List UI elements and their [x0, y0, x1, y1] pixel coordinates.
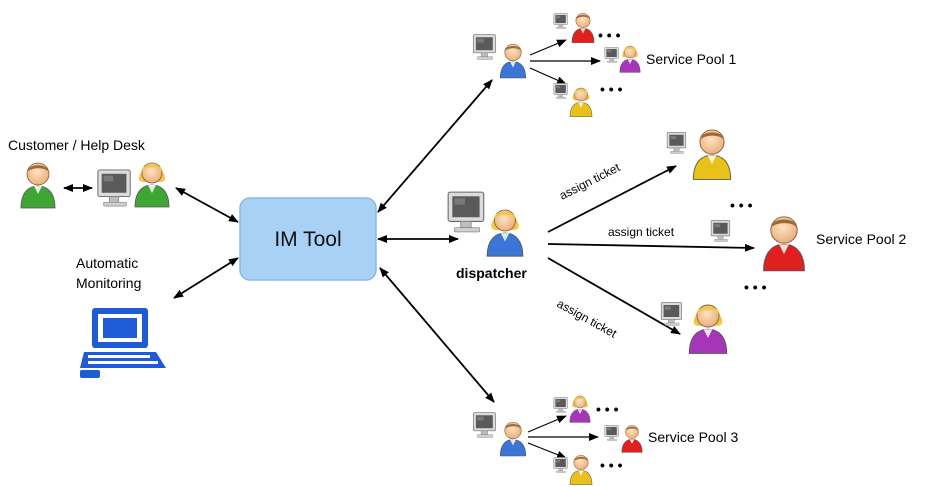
- connectors: [63, 39, 755, 459]
- arrow-im-pool3: [379, 267, 495, 403]
- pool3-dots-bottom: • • •: [600, 457, 623, 473]
- pool3-lead-person-icon: [499, 421, 527, 457]
- customer-person-icon: [20, 162, 56, 209]
- pool2-bottom-person-icon: [688, 304, 728, 354]
- pool1-yellow-person-icon: [569, 87, 593, 117]
- pool2-middle-person-icon: [762, 216, 806, 272]
- helpdesk-agent-icon: [134, 162, 170, 208]
- assign-ticket-label-bottom: assign ticket: [555, 296, 620, 341]
- arrow-assign-bottom: [547, 257, 681, 335]
- arrow-assign-middle: [547, 243, 755, 252]
- service-pool-1-label: Service Pool 1: [646, 51, 736, 67]
- pool1-purple-person-icon: [619, 45, 641, 73]
- pool3-m2-icon: [604, 425, 619, 441]
- dispatcher-person-icon: [486, 209, 524, 257]
- pool2-dots-bottom: • • •: [744, 279, 767, 295]
- service-pool-2-label: Service Pool 2: [816, 231, 906, 247]
- service-pool-3-label: Service Pool 3: [648, 429, 738, 445]
- pool2-top-person-icon: [692, 129, 732, 180]
- dispatcher-monitor-icon: [447, 191, 485, 233]
- pool1-m3-icon: [553, 83, 568, 99]
- pool1-red-person-icon: [571, 13, 595, 43]
- monitoring-computer-icon: [80, 308, 166, 378]
- pool3-yellow-person-icon: [569, 455, 593, 485]
- pool1-dots-top: • • •: [598, 27, 621, 43]
- arrow-im-pool1: [377, 79, 493, 213]
- assign-ticket-label-middle: assign ticket: [608, 225, 675, 239]
- assign-ticket-label-top: assign ticket: [557, 160, 623, 203]
- pool3-dots-top: • • •: [596, 401, 619, 417]
- pool1-dots-bottom: • • •: [600, 81, 623, 97]
- pool3-m1-icon: [553, 397, 568, 413]
- helpdesk-monitor-icon: [97, 169, 131, 207]
- im-tool-box: [239, 197, 377, 281]
- dispatcher-label: dispatcher: [456, 265, 527, 281]
- pool2-dots-top: • • •: [730, 197, 753, 213]
- arrow-helpdesk-im: [175, 187, 239, 223]
- arrow-monitoring-im: [173, 257, 239, 299]
- pool1-lead-person-icon: [499, 43, 527, 79]
- pool3-lead-monitor-icon: [472, 412, 496, 438]
- pool2-bottom-monitor-icon: [660, 302, 682, 326]
- pool1-m1-icon: [553, 13, 568, 29]
- pool1-lead-monitor-icon: [472, 34, 496, 60]
- pool3-red-person-icon: [621, 425, 643, 453]
- customer-helpdesk-label: Customer / Help Desk: [8, 137, 146, 153]
- automatic-label-line1: Automatic: [76, 255, 138, 271]
- im-tool-label: IM Tool: [274, 228, 341, 251]
- pool3-m3-icon: [553, 457, 568, 473]
- arrow-assign-top: [547, 165, 677, 233]
- pool2-top-monitor-icon: [666, 132, 687, 154]
- pool3-purple-person-icon: [569, 395, 591, 423]
- pool1-m2-icon: [604, 47, 619, 63]
- automatic-label-line2: Monitoring: [76, 275, 141, 291]
- pool2-middle-monitor-icon: [710, 220, 731, 242]
